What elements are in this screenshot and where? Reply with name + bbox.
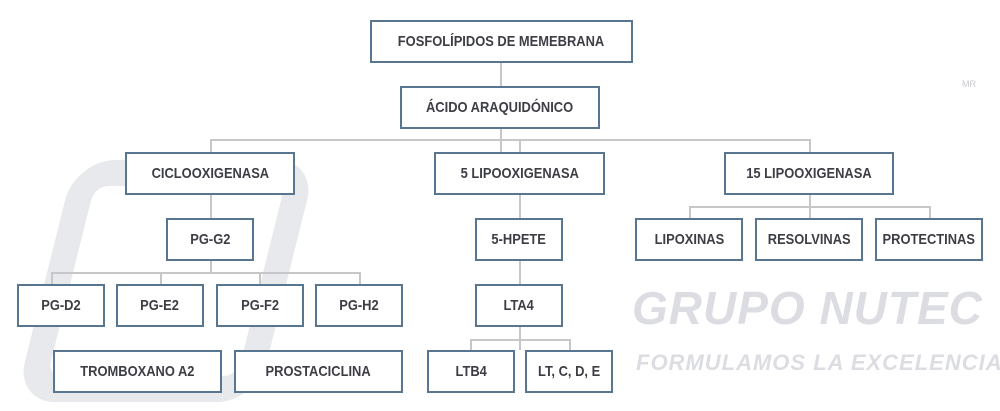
connector [259,272,261,284]
node-lt-c-d-e: LT, C, D, E [525,350,613,393]
node-label: LTA4 [503,297,535,314]
watermark-mark: MR [962,79,976,89]
connector [51,272,53,284]
node-lta4: LTA4 [475,284,563,327]
connector [470,339,472,350]
node-resolvinas: RESOLVINAS [755,218,863,261]
node-5-lipooxigenasa: 5 LIPOOXIGENASA [434,152,605,195]
connector [929,206,931,218]
node-pg-d2: PG-D2 [17,284,105,327]
connector [51,272,361,274]
node-label: PG-E2 [140,297,180,314]
connector [519,139,521,152]
node-label: PROTECTINAS [882,231,976,248]
node-label: RESOLVINAS [767,231,851,248]
node-pg-e2: PG-E2 [116,284,204,327]
node-lipoxinas: LIPOXINAS [635,218,743,261]
node-label: LTB4 [455,363,487,380]
node-ltb4: LTB4 [427,350,515,393]
node-pg-h2: PG-H2 [315,284,403,327]
node-label: PROSTACICLINA [265,363,372,380]
node-tromboxano-a2: TROMBOXANO A2 [53,350,222,393]
node-label: LT, C, D, E [537,363,601,380]
node-label: PG-G2 [189,231,231,248]
node-label: CICLOOXIGENASA [151,165,269,182]
connector [210,139,212,152]
connector [569,339,571,350]
node-label: 5-HPETE [491,231,547,248]
node-protectinas: PROTECTINAS [875,218,983,261]
connector [470,339,570,341]
node-label: 5 LIPOOXIGENASA [460,165,579,182]
connector [809,139,811,152]
connector [359,272,361,284]
node-15-lipooxigenasa: 15 LIPOOXIGENASA [724,152,894,195]
node-label: PG-H2 [339,297,379,314]
node-pg-f2: PG-F2 [216,284,304,327]
node-5-hpete: 5-HPETE [475,218,563,261]
connector [689,206,691,218]
node-label: FOSFOLÍPIDOS DE MEMEBRANA [398,33,605,50]
node-label: TROMBOXANO A2 [80,363,195,380]
node-pg-g2: PG-G2 [166,218,254,261]
node-label: PG-F2 [240,297,280,314]
node-label: LIPOXINAS [654,231,724,248]
connector [809,195,811,218]
node-ciclooxigenasa: CICLOOXIGENASA [125,152,295,195]
watermark-slogan: FORMULAMOS LA EXCELENCIA [636,350,1000,375]
node-label: 15 LIPOOXIGENASA [746,165,872,182]
node-label: ÁCIDO ARAQUIDÓNICO [426,99,574,116]
node-prostaciclina: PROSTACICLINA [234,350,403,393]
connector [160,272,162,284]
node-fosfolipidos: FOSFOLÍPIDOS DE MEMEBRANA [370,20,633,63]
watermark-brand: GRUPO NUTEC [632,282,983,334]
connector [519,195,521,350]
connector [500,63,502,86]
node-acido-araquidonico: ÁCIDO ARAQUIDÓNICO [400,86,600,129]
connector [210,139,810,141]
node-label: PG-D2 [41,297,81,314]
